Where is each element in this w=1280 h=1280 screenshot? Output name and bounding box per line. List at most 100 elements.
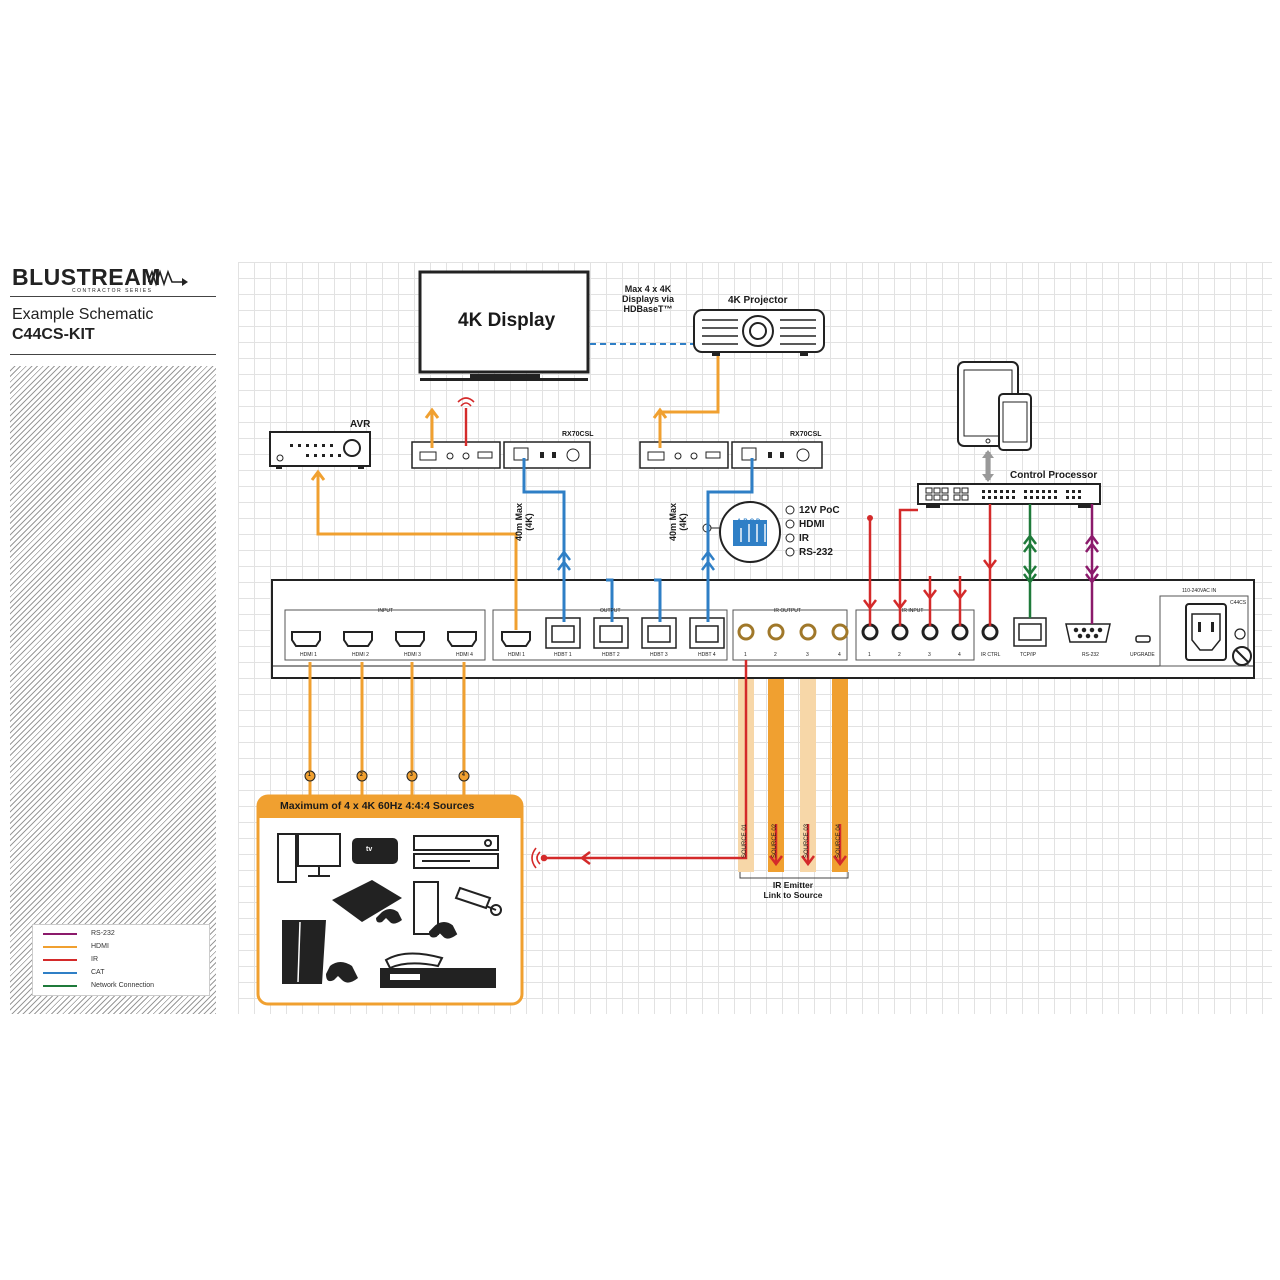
sources-title: Maximum of 4 x 4K 60Hz 4:4:4 Sources	[280, 800, 475, 812]
hdmi-cables	[308, 356, 720, 800]
4k-display	[418, 270, 590, 381]
hdbt-output-ports	[545, 617, 725, 649]
brand-logo: BLUSTREAM	[12, 264, 161, 290]
poc-legend: 12V PoC HDMI IR RS-232	[799, 505, 840, 558]
tcpip-port	[1013, 617, 1047, 647]
port-label: HDMI 2	[352, 652, 369, 658]
ir-input-group-label: IR INPUT	[902, 608, 924, 614]
bluray-player-icon	[413, 835, 499, 869]
port-label: HDBT 3	[650, 652, 668, 658]
input-group-label: INPUT	[378, 608, 393, 614]
4k-projector	[693, 309, 825, 356]
control-processor-label: Control Processor	[1010, 470, 1098, 481]
port-label: 3	[806, 652, 809, 658]
port-label: 3	[928, 652, 931, 658]
schematic-svg	[256, 270, 1255, 1006]
phone-icon	[998, 393, 1032, 451]
rs232-cable	[1085, 504, 1099, 624]
port-label: 4	[958, 652, 961, 658]
ir-emitter-arrows	[769, 824, 847, 867]
cat-length-label-2: 40m Max(4K)	[668, 502, 688, 542]
rs232-port	[1065, 623, 1111, 643]
legend-item: HDMI	[43, 942, 203, 952]
hatch-panel	[10, 366, 216, 1014]
port-label: 1	[868, 652, 871, 658]
hdmi-input-ports	[291, 631, 531, 647]
cctv-camera-icon	[454, 886, 502, 916]
usb-upgrade-port	[1135, 635, 1151, 643]
satellite-box-icon	[380, 952, 496, 988]
hdmi-arrowheads	[310, 407, 668, 481]
apple-tv-label: tv	[366, 846, 373, 853]
rx-receiver-2	[639, 441, 823, 469]
ir-eye-icon	[867, 515, 873, 521]
source-number-badges	[304, 770, 470, 782]
pc-tower-icon	[277, 833, 341, 883]
output-group-label: OUTPUT	[600, 608, 621, 614]
port-label: 2	[898, 652, 901, 658]
emitter-caption: IR Emitter Link to Source	[763, 880, 823, 900]
ir-emitter-icon	[531, 847, 548, 869]
cat-cables	[522, 458, 754, 622]
brand-series: CONTRACTOR SERIES	[72, 288, 153, 294]
ir-cables	[546, 504, 992, 860]
port-label: TCP/IP	[1020, 652, 1037, 658]
legend-item: CAT	[43, 968, 203, 978]
apple-tv-icon	[352, 838, 398, 864]
port-label: HDBT 4	[698, 652, 716, 658]
wireless-link-icon	[982, 450, 994, 482]
game-console-slim-icon	[332, 880, 402, 924]
power-label: 110-240VAC IN	[1182, 588, 1217, 594]
emitter-label: SOURCE 02	[772, 823, 778, 858]
projector-label: 4K Projector	[728, 295, 788, 306]
port-label: 4	[838, 652, 841, 658]
legend-item: RS-232	[43, 929, 203, 939]
port-label: HDMI 4	[456, 652, 473, 658]
divider	[10, 354, 216, 355]
emitter-label: SOURCE 03	[804, 823, 810, 858]
emitter-bracket	[739, 872, 849, 879]
cat-length-label-1: 40m Max(4K)	[514, 502, 534, 542]
network-cable	[1023, 504, 1037, 618]
power-inlet-icon	[1185, 603, 1252, 666]
source-number: 1	[308, 772, 311, 778]
port-label: IR CTRL	[981, 652, 1001, 658]
port-label: HDBT 1	[554, 652, 572, 658]
port-label: HDBT 2	[602, 652, 620, 658]
emitter-label: SOURCE 04	[836, 823, 842, 858]
avr-label: AVR	[350, 419, 371, 430]
port-label: RS-232	[1082, 652, 1099, 658]
legend-item: Network Connection	[43, 981, 203, 991]
port-label: 2	[774, 652, 777, 658]
hdbaset-note: Max 4 x 4K Displays via HDBaseT™	[621, 284, 675, 314]
avr-device	[269, 431, 371, 469]
port-label: HDMI 1	[508, 652, 525, 658]
port-label: HDMI 1	[300, 652, 317, 658]
port-label: 1	[744, 652, 747, 658]
rx1-label: RX70CSL	[562, 431, 594, 438]
ir-output-jacks	[737, 623, 849, 641]
ir-arrowheads	[579, 559, 997, 865]
poc-badge-letters: ABCD	[737, 519, 763, 525]
divider	[10, 296, 216, 297]
ir-input-jacks	[861, 623, 999, 641]
control-processor	[917, 483, 1101, 508]
ir-emitter-ribbons	[738, 660, 848, 872]
port-label: HDMI 3	[404, 652, 421, 658]
cat-arrowheads	[557, 549, 715, 571]
rx-receiver-1	[411, 441, 591, 469]
source-number: 4	[462, 772, 465, 778]
ir-receiver-icon	[457, 397, 475, 446]
source-number: 2	[360, 772, 363, 778]
ps4-console-icon	[282, 920, 358, 984]
legend-item: IR	[43, 955, 203, 965]
model-tag: C44CS	[1230, 600, 1247, 606]
legend: RS-232 HDMI IR CAT Network Connection	[32, 924, 210, 996]
doc-subtitle: Example Schematic	[12, 306, 154, 323]
ir-output-group-label: IR OUTPUT	[774, 608, 801, 614]
xbox-console-icon	[413, 881, 458, 939]
logo-wave-icon	[148, 269, 188, 287]
doc-model: C44CS-KIT	[12, 326, 95, 343]
poc-badge	[702, 501, 795, 563]
emitter-label: SOURCE 01	[742, 823, 748, 858]
